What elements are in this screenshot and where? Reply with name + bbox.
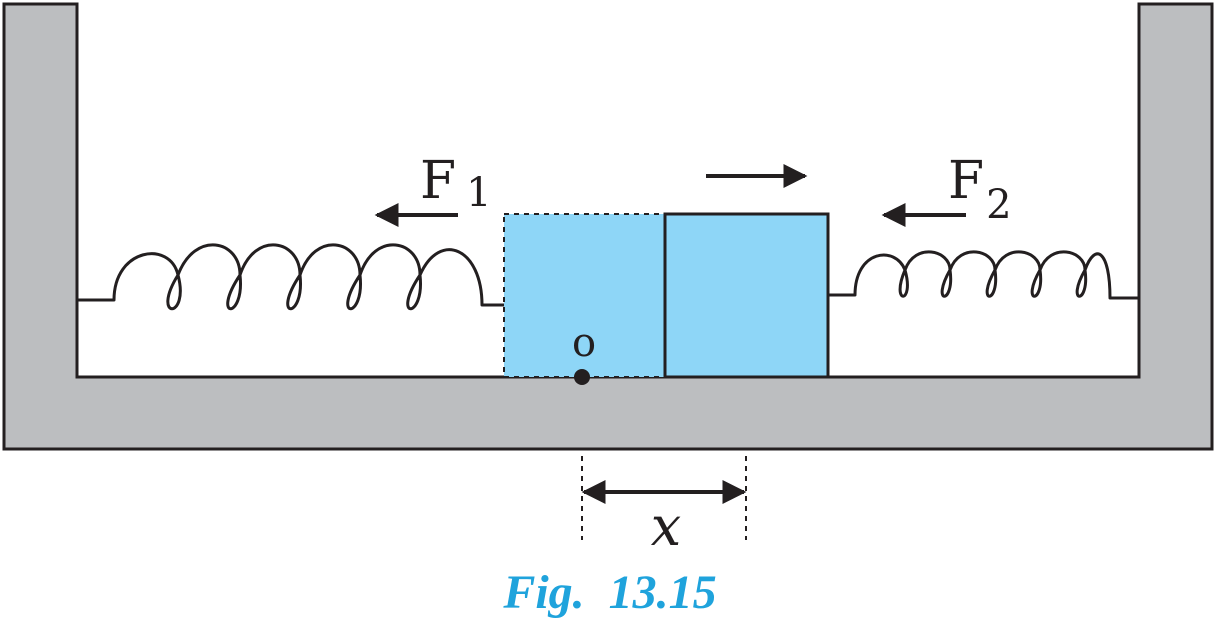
origin-label: o bbox=[572, 320, 596, 366]
force-right-label: F2 bbox=[948, 151, 1012, 228]
origin-point bbox=[574, 369, 590, 385]
displaced-block bbox=[663, 212, 830, 379]
left-spring bbox=[77, 243, 504, 311]
figure-caption: Fig. 13.15 bbox=[502, 566, 716, 619]
displacement-label: x bbox=[651, 495, 681, 558]
container-walls bbox=[2, 2, 1214, 451]
equilibrium-block bbox=[503, 213, 666, 378]
displacement-dimension bbox=[581, 456, 747, 540]
right-spring bbox=[828, 250, 1139, 300]
